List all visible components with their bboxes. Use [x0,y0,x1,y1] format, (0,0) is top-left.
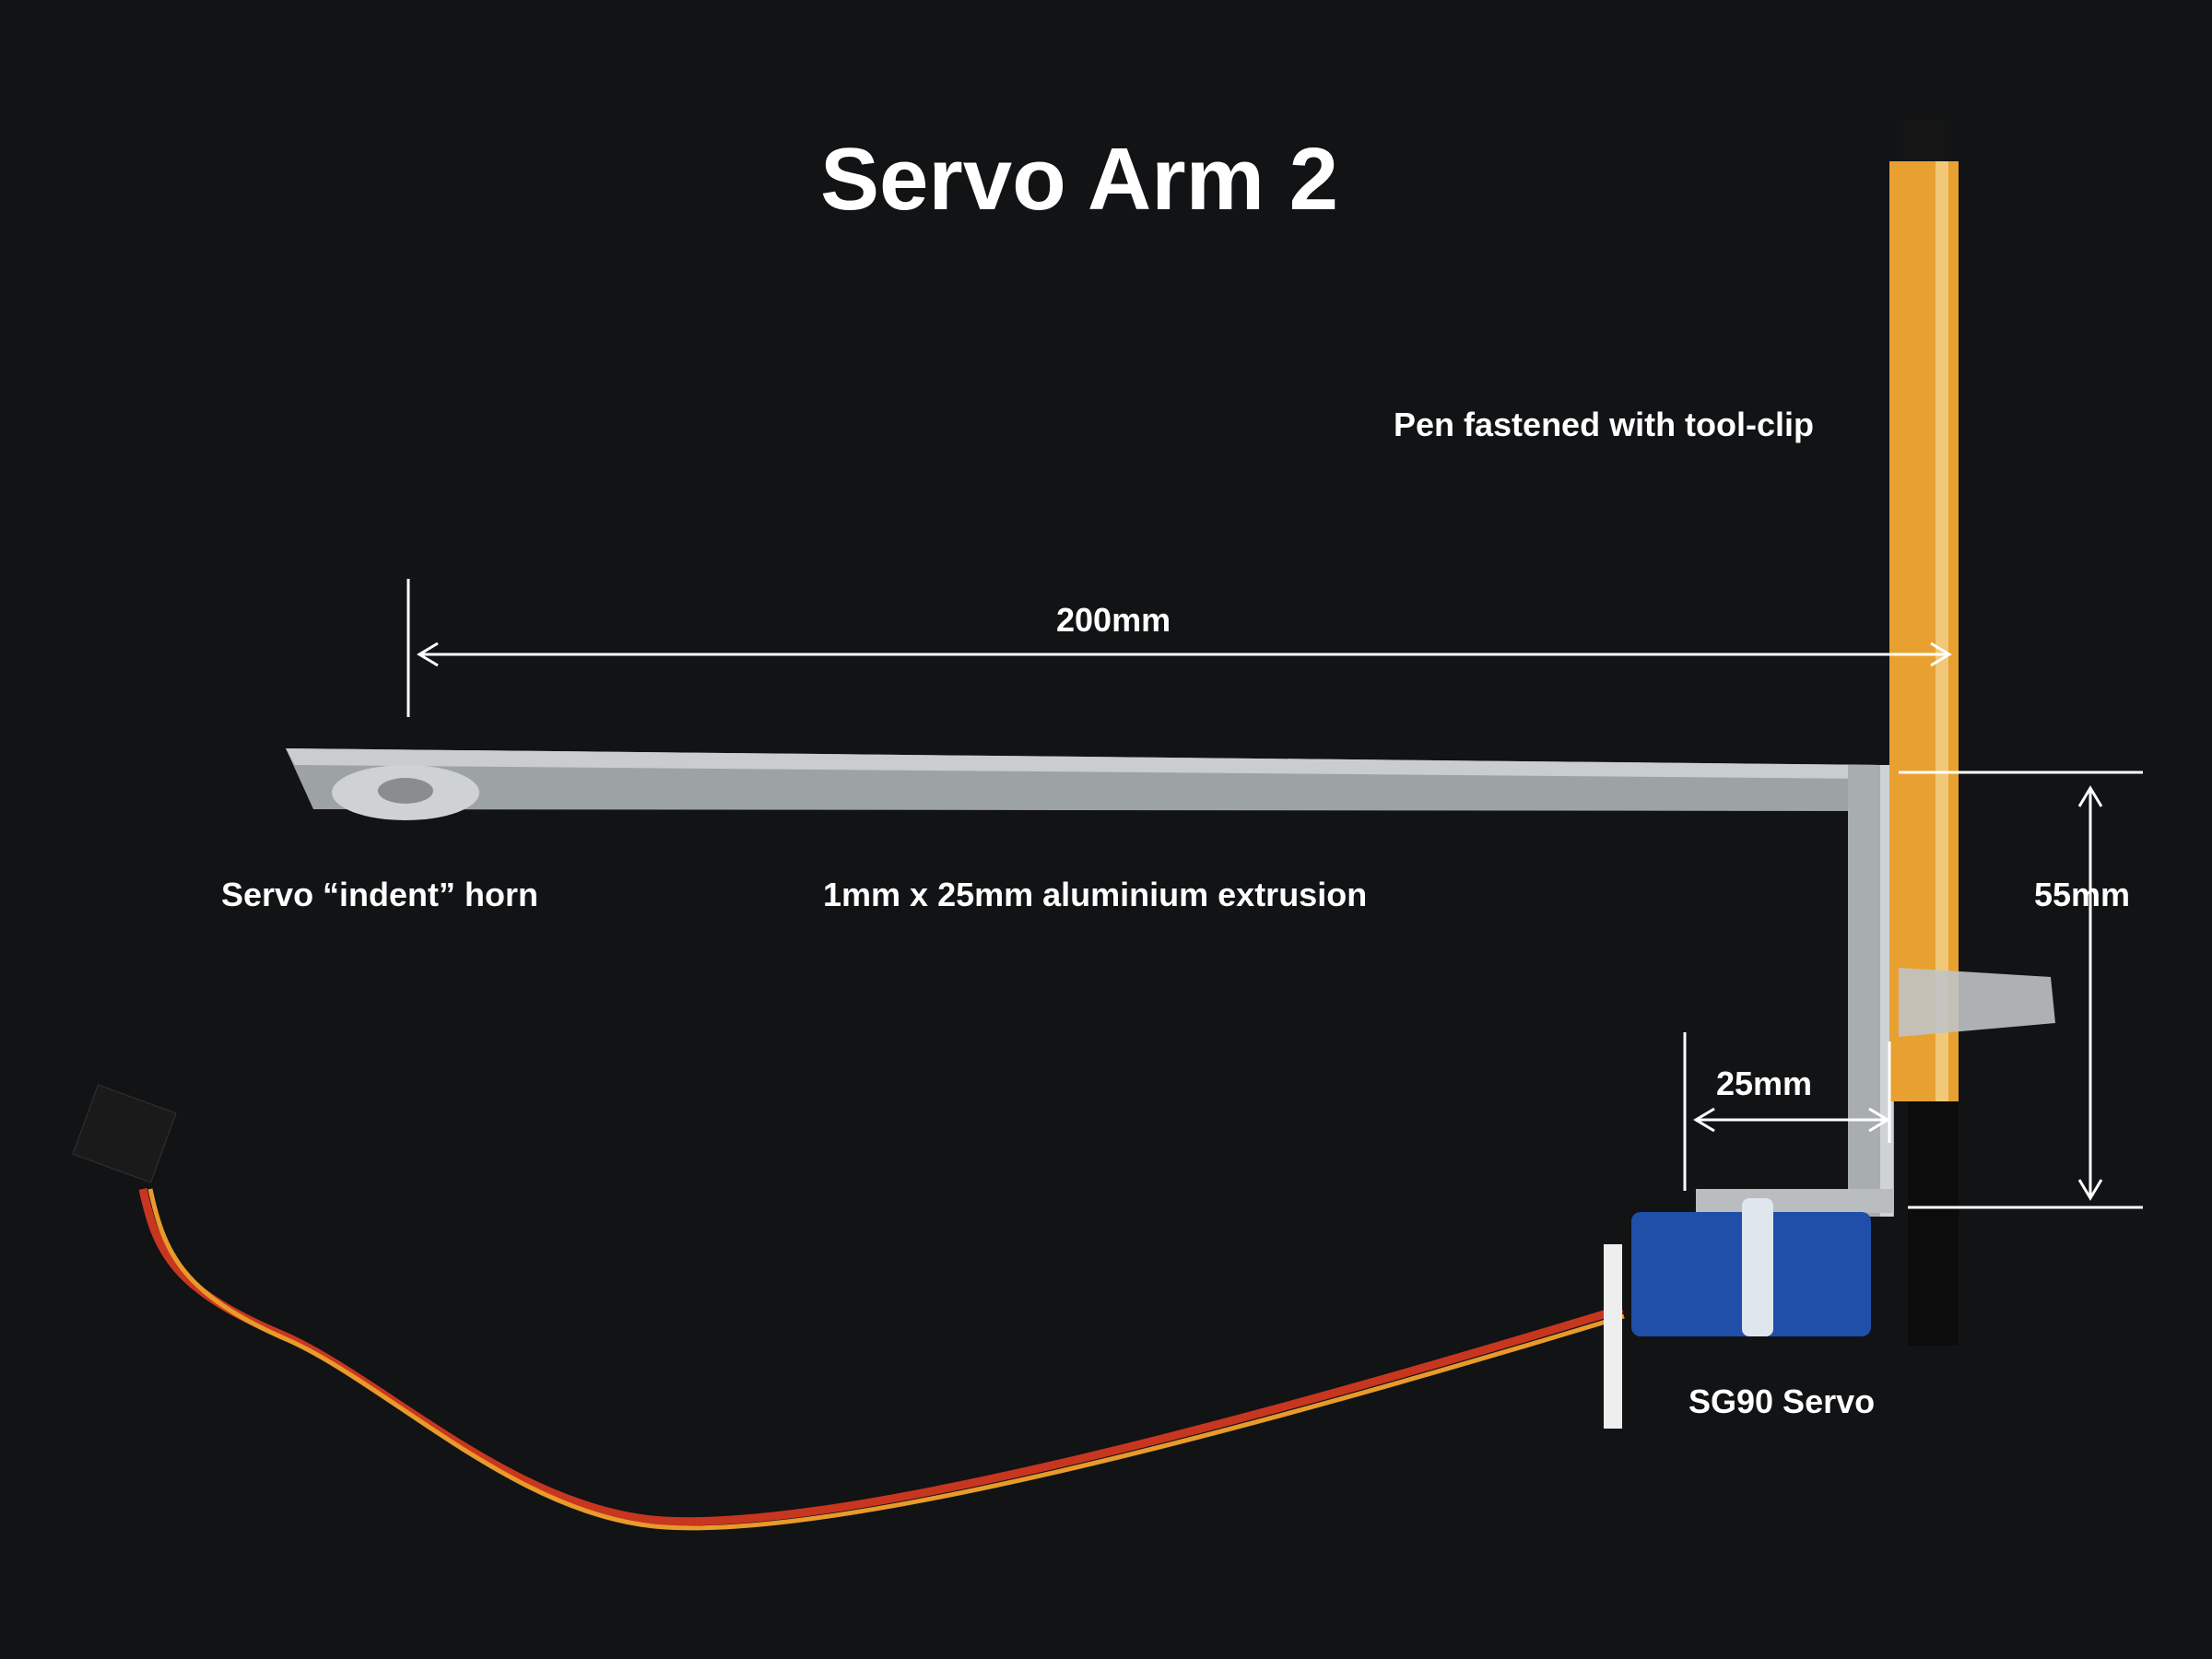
dimension-25mm-label: 25mm [1716,1065,1813,1102]
aluminium-arm [286,748,1894,1217]
servo-cable [72,1084,1625,1531]
dimension-lines [406,579,2143,1209]
horn-label: Servo “indent” horn [221,876,539,913]
extrusion-label: 1mm x 25mm aluminium extrusion [823,876,1368,913]
pen-label: Pen fastened with tool-clip [1394,406,1815,443]
dimension-200mm-label: 200mm [1056,601,1171,639]
pen [1889,120,2055,1346]
sg90-servo [1604,1198,1871,1429]
servo-horn [332,765,479,820]
page-title: Servo Arm 2 [820,130,1339,229]
servo-label: SG90 Servo [1688,1382,1876,1420]
dimension-55mm-label: 55mm [2034,876,2131,913]
